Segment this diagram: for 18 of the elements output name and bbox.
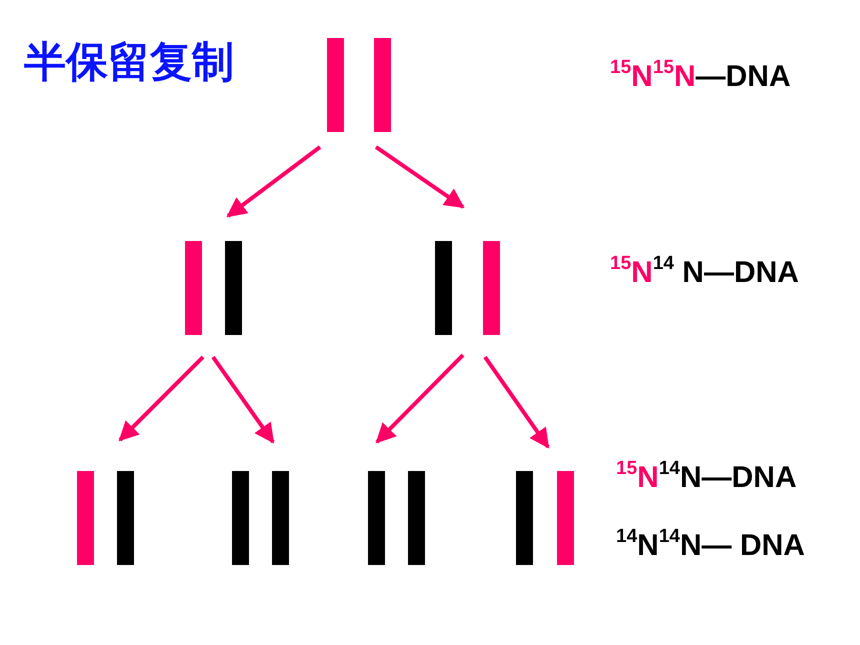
isotope-label: $^{15}$N$^{14}$N—DNA bbox=[616, 463, 797, 493]
arrow bbox=[211, 356, 275, 444]
arrow bbox=[226, 145, 322, 218]
isotope-label: $^{14}$N$^{14}$N— DNA bbox=[616, 531, 805, 561]
isotope-label: $^{15}$N$^{14}$ N—DNA bbox=[610, 258, 799, 288]
title: 半保留复制 bbox=[24, 36, 234, 88]
arrow bbox=[483, 356, 550, 449]
dna-double-strand bbox=[516, 471, 574, 565]
dna-double-strand bbox=[232, 471, 289, 565]
dna-double-strand bbox=[185, 241, 242, 335]
isotope-label: $^{15}$N$^{15}$N—DNA bbox=[610, 62, 791, 92]
arrow bbox=[376, 354, 464, 444]
dna-double-strand bbox=[368, 471, 425, 565]
arrow bbox=[374, 145, 465, 209]
arrow bbox=[118, 356, 204, 442]
dna-double-strand bbox=[77, 471, 134, 565]
dna-double-strand bbox=[327, 38, 391, 132]
dna-double-strand bbox=[435, 241, 500, 335]
